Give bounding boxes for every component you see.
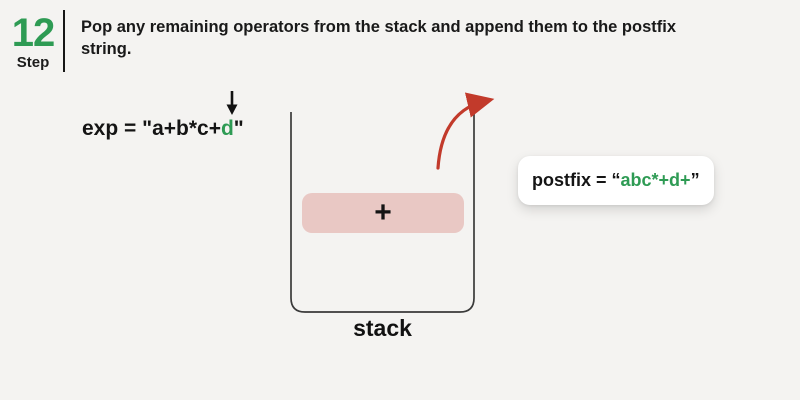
expression-prefix: exp = "a+b*c+: [82, 117, 221, 140]
expression-text: exp = "a+b*c+d": [82, 117, 244, 141]
step-badge: 12 Step: [9, 13, 57, 71]
pop-arrow-icon: [436, 92, 495, 170]
stack-label: stack: [353, 315, 412, 341]
expression-highlight: d: [220, 117, 234, 140]
postfix-card: postfix = “abc*+d+”: [518, 156, 714, 205]
down-arrow-icon: [226, 91, 238, 115]
step-label: Step: [16, 54, 50, 71]
step-description: Pop any remaining operators from the sta…: [81, 18, 677, 58]
stack-item-value: +: [374, 196, 392, 229]
postfix-value: abc*+d+: [620, 170, 691, 190]
postfix-label: postfix = “: [532, 170, 621, 190]
expression-suffix: ": [233, 117, 244, 140]
postfix-close-quote: ”: [690, 170, 700, 190]
stack-item: +: [302, 193, 464, 233]
stack-container: [290, 112, 475, 313]
step-number: 12: [11, 11, 56, 55]
header-divider: [63, 10, 65, 72]
